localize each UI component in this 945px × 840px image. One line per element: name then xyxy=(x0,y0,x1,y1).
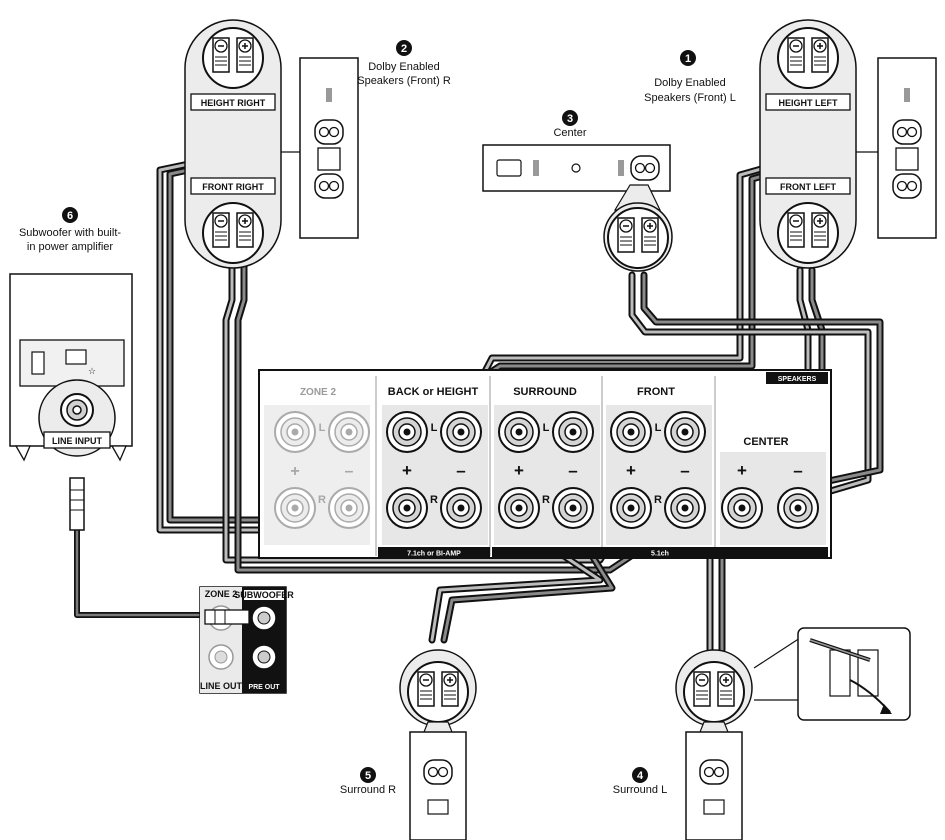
height-left-label-box xyxy=(765,93,851,111)
surround-right-minus xyxy=(552,487,594,529)
front-right-caption-1: Dolby Enabled xyxy=(368,61,440,73)
back-height-right-minus xyxy=(440,487,482,529)
preout-subwoofer-label: SUBWOOFER xyxy=(234,590,294,600)
speakers-tag-box xyxy=(766,372,828,384)
front-right-minus xyxy=(664,487,706,529)
speakers-tag: SPEAKERS xyxy=(778,376,817,383)
center-caption: Center xyxy=(553,127,586,139)
subwoofer-caption-2: in power amplifier xyxy=(27,241,114,253)
surround-left-cabinet xyxy=(685,731,743,840)
svg-text:+: + xyxy=(402,461,412,480)
center-header: CENTER xyxy=(743,436,788,448)
height-right-label-box xyxy=(190,93,276,111)
svg-text:L: L xyxy=(431,422,438,434)
svg-text:5: 5 xyxy=(365,770,371,782)
line-out-label: LINE OUT xyxy=(200,681,243,691)
rca-plug xyxy=(69,477,85,531)
svg-text:R: R xyxy=(318,494,326,506)
preout-zone2-label: ZONE 2 xyxy=(205,589,238,599)
center-speaker: 3 Center xyxy=(482,110,673,272)
front-left-speaker: HEIGHT LEFT FRONT LEFT 1 Dolby Enabled S… xyxy=(644,19,937,269)
svg-text:–: – xyxy=(568,461,577,480)
zone2-header: ZONE 2 xyxy=(300,387,337,398)
surround-right-speaker: 5 Surround R xyxy=(340,649,477,840)
front-left-caption-2: Speakers (Front) L xyxy=(644,92,736,104)
svg-text:2: 2 xyxy=(401,43,407,55)
surround-left-speaker: 4 Surround L xyxy=(613,627,911,840)
wire-insertion-detail xyxy=(797,627,911,721)
svg-text:–: – xyxy=(345,463,354,480)
zone2-left-plus xyxy=(274,411,316,453)
front-left-label-box xyxy=(765,177,851,195)
push-arrow-icon xyxy=(880,704,892,714)
svg-text:–: – xyxy=(680,461,689,480)
line-input-label: LINE INPUT xyxy=(52,436,103,446)
line-input-jack xyxy=(60,393,94,427)
height-left-label: HEIGHT LEFT xyxy=(779,98,838,108)
zone2-right-minus xyxy=(328,487,370,529)
power-icon: ☆ xyxy=(88,366,96,376)
front-left-minus xyxy=(664,411,706,453)
pre-out-label: PRE OUT xyxy=(248,684,280,691)
front-left-plus xyxy=(610,411,652,453)
height-right-label: HEIGHT RIGHT xyxy=(201,98,266,108)
surround-right-cabinet xyxy=(409,731,467,840)
front-header: FRONT xyxy=(637,386,675,398)
rca-plug-preout xyxy=(204,609,250,625)
svg-text:+: + xyxy=(737,461,747,480)
five-one-tag: 5.1ch xyxy=(651,551,669,558)
svg-text:6: 6 xyxy=(67,210,73,222)
seven-one-tag: 7.1ch or BI-AMP xyxy=(407,551,461,558)
svg-text:+: + xyxy=(626,461,636,480)
subwoofer: 6 Subwoofer with built- in power amplifi… xyxy=(9,207,133,531)
front-right-speaker: HEIGHT RIGHT FRONT RIGHT 2 Dolby Enabled… xyxy=(184,19,451,269)
receiver-speaker-panel: ZONE 2 BACK or HEIGHT SURROUND FRONT CEN… xyxy=(258,369,832,559)
svg-text:R: R xyxy=(430,494,438,506)
front-right-label: FRONT RIGHT xyxy=(202,182,264,192)
zone2-left-minus xyxy=(328,411,370,453)
svg-text:+: + xyxy=(514,461,524,480)
surround-left-plus xyxy=(498,411,540,453)
surround-header: SURROUND xyxy=(513,386,577,398)
surround-right-plus xyxy=(498,487,540,529)
svg-text:+: + xyxy=(290,463,299,480)
front-right-plus xyxy=(610,487,652,529)
back-height-left-minus xyxy=(440,411,482,453)
surround-right-caption: Surround R xyxy=(340,784,396,796)
preout-panel: ZONE 2 SUBWOOFER LINE OUT PRE OUT xyxy=(199,586,294,694)
back-height-right-plus xyxy=(386,487,428,529)
back-or-height-header: BACK or HEIGHT xyxy=(388,386,479,398)
svg-text:4: 4 xyxy=(637,770,644,782)
back-height-left-plus xyxy=(386,411,428,453)
front-left-caption-1: Dolby Enabled xyxy=(654,77,726,89)
svg-text:1: 1 xyxy=(685,53,691,65)
svg-text:–: – xyxy=(456,461,465,480)
svg-text:L: L xyxy=(655,422,662,434)
svg-text:R: R xyxy=(654,494,662,506)
surround-left-caption: Surround L xyxy=(613,784,667,796)
svg-text:–: – xyxy=(793,461,802,480)
surround-left-minus xyxy=(552,411,594,453)
subwoofer-caption-1: Subwoofer with built- xyxy=(19,227,121,239)
front-left-label: FRONT LEFT xyxy=(780,182,836,192)
center-plus xyxy=(721,487,763,529)
svg-text:L: L xyxy=(543,422,550,434)
svg-text:L: L xyxy=(319,422,326,434)
svg-text:R: R xyxy=(542,494,550,506)
svg-text:3: 3 xyxy=(567,113,573,125)
zone2-right-plus xyxy=(274,487,316,529)
front-right-caption-2: Speakers (Front) R xyxy=(357,75,451,87)
front-right-label-box xyxy=(190,177,276,195)
center-minus xyxy=(777,487,819,529)
